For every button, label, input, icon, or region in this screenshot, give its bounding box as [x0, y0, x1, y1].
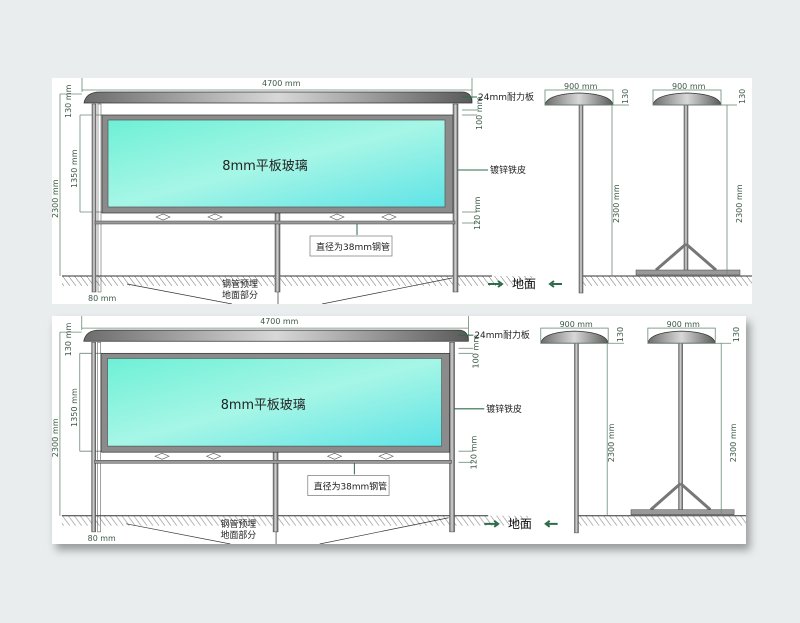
roof-label: 24mm耐力板 — [474, 329, 530, 341]
ground-hatch-right — [582, 276, 752, 286]
ground-hatch-right — [577, 515, 746, 526]
ground-arrows-icon — [488, 280, 562, 288]
side-view-tripod — [630, 327, 735, 516]
pipe-label: 直径为38mm钢管 — [314, 480, 387, 492]
pipe-label-box — [307, 475, 390, 496]
ground-hatch — [62, 276, 532, 286]
dim-side-width-1: 900 mm — [564, 82, 598, 91]
bottom-rail — [94, 220, 456, 225]
bottom-rail — [94, 460, 452, 464]
left-post — [91, 341, 96, 533]
elevation-drawing: 4700 mm 130 mm 2300 mm 1350 mm 100 mm 12… — [52, 316, 746, 544]
dim-side-height-1: 2300 mm — [612, 184, 621, 223]
middle-post — [272, 451, 279, 533]
right-post — [449, 341, 455, 533]
dimension-lines — [59, 78, 477, 276]
dim-width: 4700 mm — [260, 317, 298, 326]
embed-label-1: 钢管预埋 — [222, 278, 258, 290]
pipe-label-box — [309, 235, 393, 257]
roof-label: 24mm耐力板 — [478, 91, 534, 103]
dim-side-width-2: 900 mm — [667, 320, 700, 329]
dim-gap-bottom: 120 mm — [469, 435, 478, 469]
ground-hatch — [61, 515, 528, 526]
dim-panel-height: 1350 mm — [70, 388, 79, 427]
ground-label: 地面 — [512, 277, 536, 291]
side-label: 镀锌铁皮 — [486, 403, 522, 415]
dim-post: 80 mm — [88, 294, 117, 303]
side-view-single-post — [540, 327, 625, 534]
dimension-lines — [59, 316, 474, 516]
dim-roof-height: 130 mm — [64, 84, 73, 118]
dim-panel-height: 1350 mm — [70, 149, 79, 188]
dim-gap-top: 100 mm — [471, 335, 480, 369]
ground-label: 地面 — [508, 517, 532, 531]
dim-total-height: 2300 mm — [52, 179, 60, 218]
embed-label-1: 钢管预埋 — [221, 518, 257, 530]
diamond-connectors — [155, 213, 397, 221]
dim-gap-bottom: 120 mm — [473, 196, 482, 230]
glass-panel — [107, 119, 446, 208]
diamond-connectors — [154, 452, 394, 460]
dim-side-height-1: 2300 mm — [607, 423, 616, 462]
dim-side-roof-2: 130 — [732, 327, 741, 342]
side-label: 镀锌铁皮 — [490, 164, 526, 176]
dim-side-roof-2: 130 — [738, 89, 747, 104]
dim-side-height-2: 2300 mm — [735, 184, 744, 223]
glass-panel — [107, 358, 442, 447]
right-post — [452, 103, 459, 293]
glass-label: 8mm平板玻璃 — [221, 398, 306, 413]
signboard-drawing-top: 4700 mm 130 mm 2300 mm 1350 mm 100 mm 12… — [52, 78, 752, 304]
middle-post — [274, 212, 281, 293]
side-view-tripod — [635, 89, 741, 276]
dim-side-roof-1: 130 — [616, 327, 625, 342]
dim-side-width-2: 900 mm — [672, 82, 706, 91]
embed-label-2: 地面部分 — [222, 289, 258, 301]
glass-label: 8mm平板玻璃 — [222, 159, 308, 174]
elevation-drawing: 4700 mm 130 mm 2300 mm 1350 mm 100 mm 12… — [52, 78, 752, 304]
dim-roof-height: 130 mm — [64, 322, 73, 356]
dim-side-height-2: 2300 mm — [729, 423, 738, 462]
pipe-label: 直径为38mm钢管 — [316, 241, 390, 253]
dim-post: 80 mm — [88, 534, 116, 543]
dim-width: 4700 mm — [262, 79, 301, 88]
ground-arrows-icon — [484, 519, 558, 528]
roof-panel — [83, 329, 469, 342]
roof-panel — [83, 91, 473, 104]
left-post — [91, 103, 97, 293]
dim-side-roof-1: 130 — [621, 89, 630, 104]
embed-label-2: 地面部分 — [221, 529, 257, 541]
dim-side-width-1: 900 mm — [560, 320, 593, 329]
side-view-single-post — [544, 89, 629, 294]
dim-total-height: 2300 mm — [52, 418, 60, 457]
signboard-drawing-bottom: 4700 mm 130 mm 2300 mm 1350 mm 100 mm 12… — [52, 316, 746, 544]
dim-gap-top: 100 mm — [475, 96, 484, 130]
